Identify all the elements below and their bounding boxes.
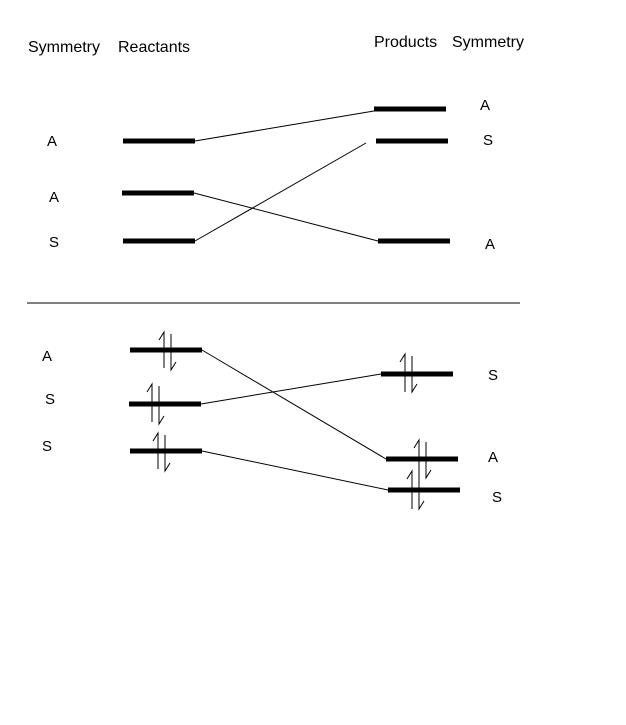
electron-pair-icon [406,469,425,511]
electron-pair-icon [152,431,171,473]
bottom-product-symmetry-1: S [488,367,498,384]
electron-pair-icon [399,352,418,394]
top-reactant-symmetry-1: A [47,133,57,150]
electron-pair-icon [158,330,177,372]
bottom-product-symmetry-3: S [492,489,502,506]
top-reactant-symmetry-2: A [49,189,59,206]
top-product-symmetry-3: A [485,236,495,253]
bottom-correlation-line-1 [201,349,387,460]
header-symmetry-left: Symmetry [28,39,100,56]
bottom-reactant-symmetry-3: S [42,438,52,455]
header-products: Products [374,34,437,51]
electron-pair-icon [146,382,165,426]
bottom-panel: A S S S A S [42,330,502,511]
electron-pair-icon [413,438,432,480]
top-product-symmetry-1: A [480,97,490,114]
header-symmetry-right: Symmetry [452,34,524,51]
bottom-correlation-line-3 [201,450,389,491]
bottom-product-symmetry-2: A [488,449,498,466]
bottom-correlation-line-2 [200,373,382,405]
top-product-symmetry-2: S [483,132,493,149]
bottom-reactant-symmetry-1: A [42,348,52,365]
bottom-reactant-symmetry-2: S [45,391,55,408]
top-reactant-symmetry-3: S [49,234,59,251]
top-correlation-line-2 [193,192,379,242]
top-panel: A A S A S A [47,97,495,253]
top-correlation-line-3 [194,142,367,242]
header-reactants: Reactants [118,39,190,56]
top-correlation-line-1 [194,110,375,142]
